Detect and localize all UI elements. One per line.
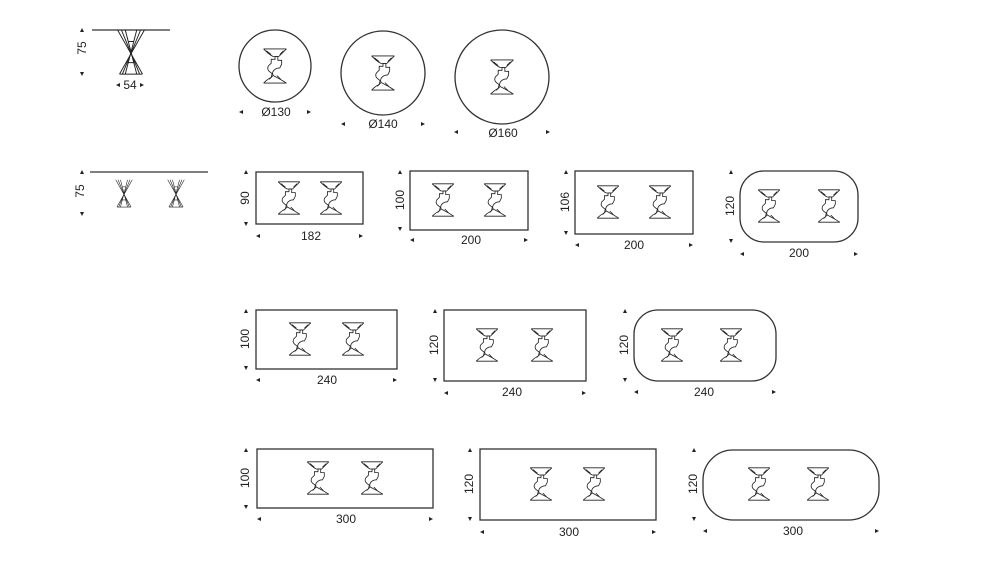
dimension-depth: 106 xyxy=(558,192,572,212)
dimension-width: 300 xyxy=(336,512,356,526)
dimension-diameter: Ø160 xyxy=(488,126,518,140)
dimension-depth: 54 xyxy=(123,78,137,92)
dimension-depth: 90 xyxy=(238,191,252,205)
dimension-depth: 100 xyxy=(393,190,407,210)
dimension-width: 300 xyxy=(559,525,579,539)
round-table-160: Ø160 xyxy=(454,29,550,140)
side-view-double: 75 xyxy=(73,170,208,216)
dimension-diameter: Ø140 xyxy=(368,117,398,131)
dimension-depth: 100 xyxy=(238,468,252,488)
leg-elevation-icon xyxy=(115,179,133,208)
dimension-width: 200 xyxy=(461,233,481,247)
side-view-single: 75 54 xyxy=(75,28,170,92)
round-table-140: Ø140 xyxy=(340,30,426,131)
dimension-depth: 120 xyxy=(617,335,631,355)
round-table-130: Ø130 xyxy=(238,29,312,119)
dimension-width: 200 xyxy=(789,246,809,260)
rect-table-182x90: 90 182 xyxy=(238,170,364,243)
dimension-width: 200 xyxy=(624,238,644,252)
rect-table-240x120: 120 240 xyxy=(427,309,587,399)
dimension-width: 240 xyxy=(317,373,337,387)
dimension-width: 182 xyxy=(301,229,321,243)
rect-table-300x120: 120 300 xyxy=(462,448,657,539)
dimension-diameter: Ø130 xyxy=(261,105,291,119)
oval-table-240x120: 120 240 xyxy=(617,309,777,399)
dimension-depth: 100 xyxy=(238,329,252,349)
rect-table-200x106: 106 200 xyxy=(558,170,694,252)
dimension-width: 240 xyxy=(694,385,714,399)
rect-table-240x100: 100 240 xyxy=(238,309,398,387)
dimension-width: 240 xyxy=(502,385,522,399)
dimension-depth: 120 xyxy=(686,474,700,494)
dimension-depth: 120 xyxy=(462,474,476,494)
leg-elevation-icon xyxy=(117,29,145,75)
dimension-depth: 120 xyxy=(427,335,441,355)
oval-table-200x120: 120 200 xyxy=(723,170,859,260)
dimension-depth: 120 xyxy=(723,196,737,216)
leg-elevation-icon xyxy=(167,179,185,208)
dimension-height: 75 xyxy=(75,41,89,55)
dimension-height: 75 xyxy=(73,184,87,198)
rect-table-200x100: 100 200 xyxy=(393,170,529,247)
dimension-width: 300 xyxy=(783,524,803,538)
rect-table-300x100: 100 300 xyxy=(238,448,434,526)
oval-table-300x120: 120 300 xyxy=(686,448,880,538)
